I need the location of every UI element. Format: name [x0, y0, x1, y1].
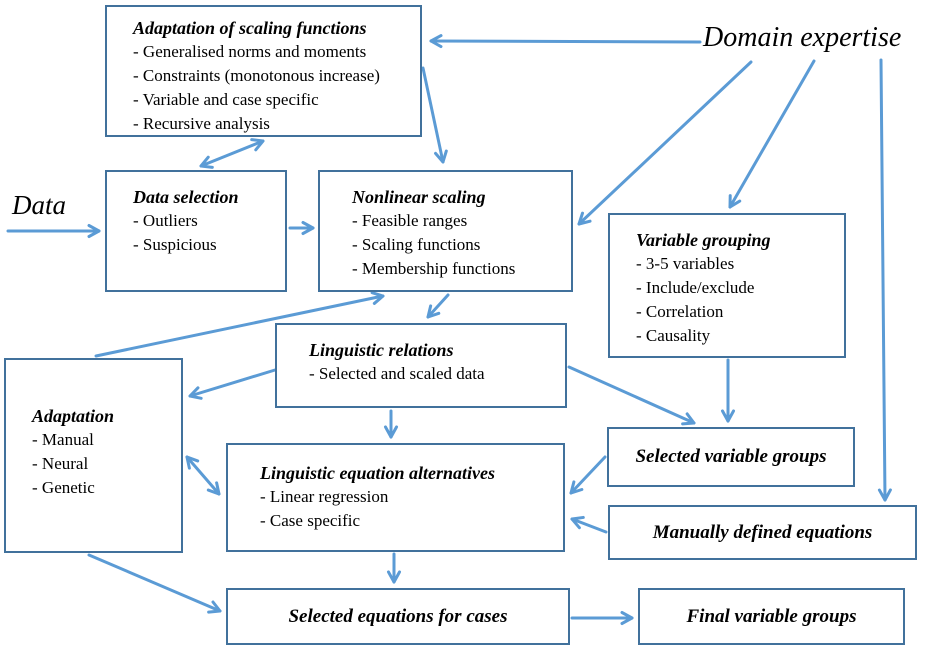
box-item: - Suspicious: [133, 235, 217, 254]
arrow-linguistic-relations-to-adaptation: [188, 368, 277, 400]
box-item: - Case specific: [260, 511, 361, 530]
box-item: - Correlation: [636, 302, 724, 321]
box-item: - Outliers: [133, 211, 198, 230]
arrow-domain-to-nonlinear: [577, 60, 753, 226]
selected-variable-groups-box: Selected variable groups: [607, 427, 855, 487]
box-title: Adaptation: [32, 406, 115, 426]
box-item: - Variable and case specific: [133, 90, 319, 109]
linguistic-relations-box: Linguistic relations - Selected and scal…: [275, 323, 567, 408]
box-item: - Linear regression: [260, 487, 389, 506]
box-title: Variable grouping: [636, 230, 771, 250]
box-item: - Include/exclude: [636, 278, 755, 297]
box-item: - Selected and scaled data: [309, 364, 485, 383]
box-item: - Neural: [32, 454, 89, 473]
manually-defined-equations-box: Manually defined equations: [608, 505, 917, 560]
box-item: - Feasible ranges: [352, 211, 468, 230]
arrow-manually-defined-to-equation-alternatives: [570, 515, 608, 534]
box-item: - Constraints (monotonous increase): [133, 66, 380, 85]
box-title: Linguistic relations: [309, 340, 454, 360]
box-item: - Generalised norms and moments: [133, 42, 367, 61]
adaptation-box: Adaptation - Manual - Neural - Genetic: [4, 358, 183, 553]
arrow-domain-to-manually-defined: [877, 58, 892, 502]
arrow-linguistic-relations-to-selected-groups: [567, 365, 696, 426]
adaptation-of-scaling-functions-box: Adaptation of scaling functions - Genera…: [105, 5, 422, 137]
nonlinear-scaling-box: Nonlinear scaling - Feasible ranges - Sc…: [318, 170, 573, 292]
box-title: Linguistic equation alternatives: [260, 463, 496, 483]
box-title: Nonlinear scaling: [352, 187, 486, 207]
box-item: - 3-5 variables: [636, 254, 735, 273]
box-item: - Scaling functions: [352, 235, 481, 254]
arrow-domain-to-scaling-functions: [429, 34, 702, 49]
box-item: - Manual: [32, 430, 94, 449]
box-title: Final variable groups: [686, 605, 857, 627]
domain-expertise-label: Domain expertise: [703, 22, 902, 53]
box-title: Manually defined equations: [652, 521, 873, 543]
arrow-selected-groups-to-equation-alternatives: [569, 455, 607, 495]
arrow-adaptation-to-nonlinear: [94, 291, 385, 358]
arrow-scaling-functions-to-nonlinear: [421, 66, 448, 164]
box-item: - Recursive analysis: [133, 114, 270, 133]
data-selection-box: Data selection - Outliers - Suspicious: [105, 170, 287, 292]
final-variable-groups-box: Final variable groups: [638, 588, 905, 645]
arrow-scaling-functions-data-selection-bidirectional: [199, 138, 265, 169]
box-item: - Genetic: [32, 478, 95, 497]
arrow-adaptation-to-selected-equations: [87, 553, 222, 614]
box-title: Selected variable groups: [635, 446, 827, 467]
arrow-nonlinear-to-linguistic-relations: [426, 293, 450, 319]
box-item: - Membership functions: [352, 259, 516, 278]
box-item: - Causality: [636, 326, 711, 345]
box-title: Selected equations for cases: [288, 605, 508, 627]
box-title: Data selection: [133, 187, 239, 207]
box-title: Adaptation of scaling functions: [133, 18, 367, 38]
selected-equations-for-cases-box: Selected equations for cases: [226, 588, 570, 645]
variable-grouping-box: Variable grouping - 3-5 variables - Incl…: [608, 213, 846, 358]
arrow-domain-to-variable-grouping: [728, 59, 816, 209]
arrow-adaptation-equation-alternatives-bidirectional: [185, 455, 221, 496]
linguistic-equation-alternatives-box: Linguistic equation alternatives - Linea…: [226, 443, 565, 552]
data-input-label: Data: [12, 190, 66, 220]
